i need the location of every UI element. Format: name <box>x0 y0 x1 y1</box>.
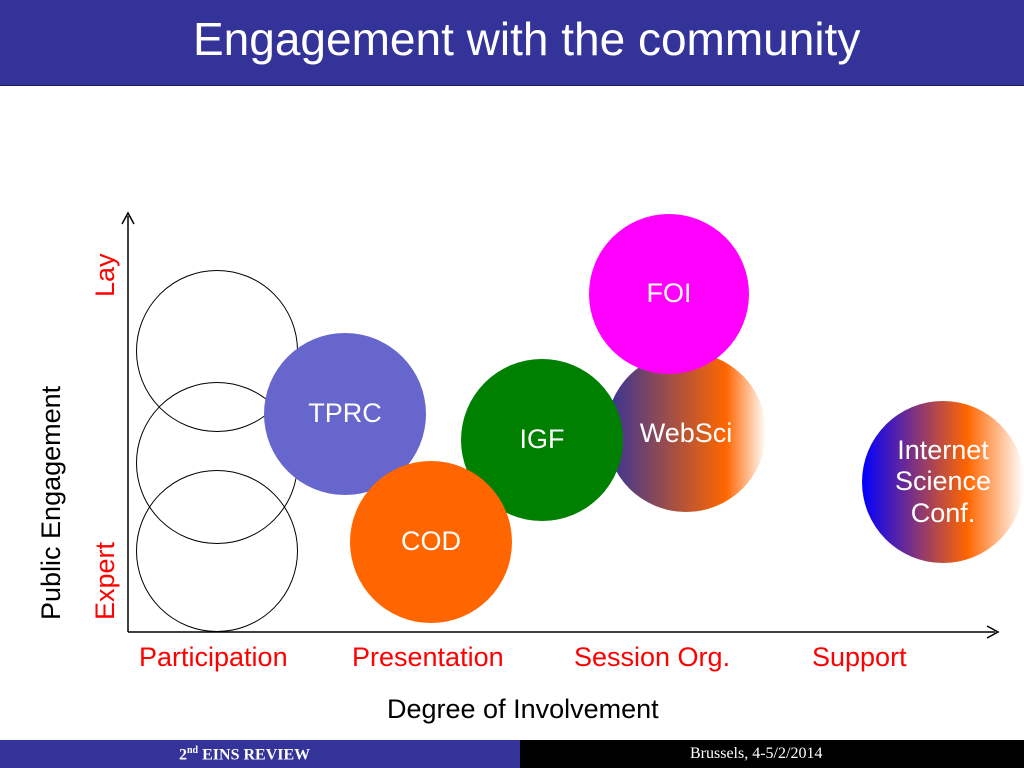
isc-label-line1: Internet <box>897 435 989 466</box>
isc-label-line3: Conf. <box>910 497 976 528</box>
igf-bubble: IGF <box>461 359 623 521</box>
tprc-label: TPRC <box>308 398 382 429</box>
websci-bubble: WebSci <box>606 352 766 512</box>
footer-review-text: 2nd EINS REVIEW <box>179 745 310 764</box>
y-axis-arrowhead <box>121 211 135 225</box>
x-category-participation: Participation <box>139 642 288 672</box>
x-category-session-org: Session Org. <box>574 642 731 672</box>
x-category-presentation: Presentation <box>352 642 504 672</box>
footer-review-sup: nd <box>187 745 199 756</box>
footer-review-bar: 2nd EINS REVIEW <box>0 740 520 768</box>
igf-label: IGF <box>519 424 565 455</box>
y-axis-title: Public Engagement <box>36 385 66 620</box>
slide-title: Engagement with the community <box>193 13 861 65</box>
foi-label: FOI <box>646 278 692 309</box>
websci-label: WebSci <box>639 418 733 448</box>
isc-label-line2: Science <box>894 466 992 497</box>
footer-location-bar: Brussels, 4-5/2/2014 <box>520 740 1024 768</box>
participation-circle-expert <box>136 470 298 632</box>
x-category-support: Support <box>812 642 907 672</box>
x-axis-arrowhead <box>986 625 1000 639</box>
internet-science-conf-bubble: Internet Science Conf. <box>862 401 1024 563</box>
footer-location: Brussels, 4-5/2/2014 <box>690 745 823 762</box>
cod-bubble: COD <box>350 461 512 623</box>
foi-bubble: FOI <box>589 214 749 374</box>
y-axis-label-expert: Expert <box>90 541 120 620</box>
y-axis-label-lay: Lay <box>90 253 120 297</box>
cod-label: COD <box>401 526 461 557</box>
footer-review-title: EINS REVIEW <box>198 746 311 764</box>
footer-review-ordinal: 2 <box>179 746 187 764</box>
title-bar: Engagement with the community <box>0 0 1024 86</box>
x-axis-title: Degree of Involvement <box>387 694 659 724</box>
